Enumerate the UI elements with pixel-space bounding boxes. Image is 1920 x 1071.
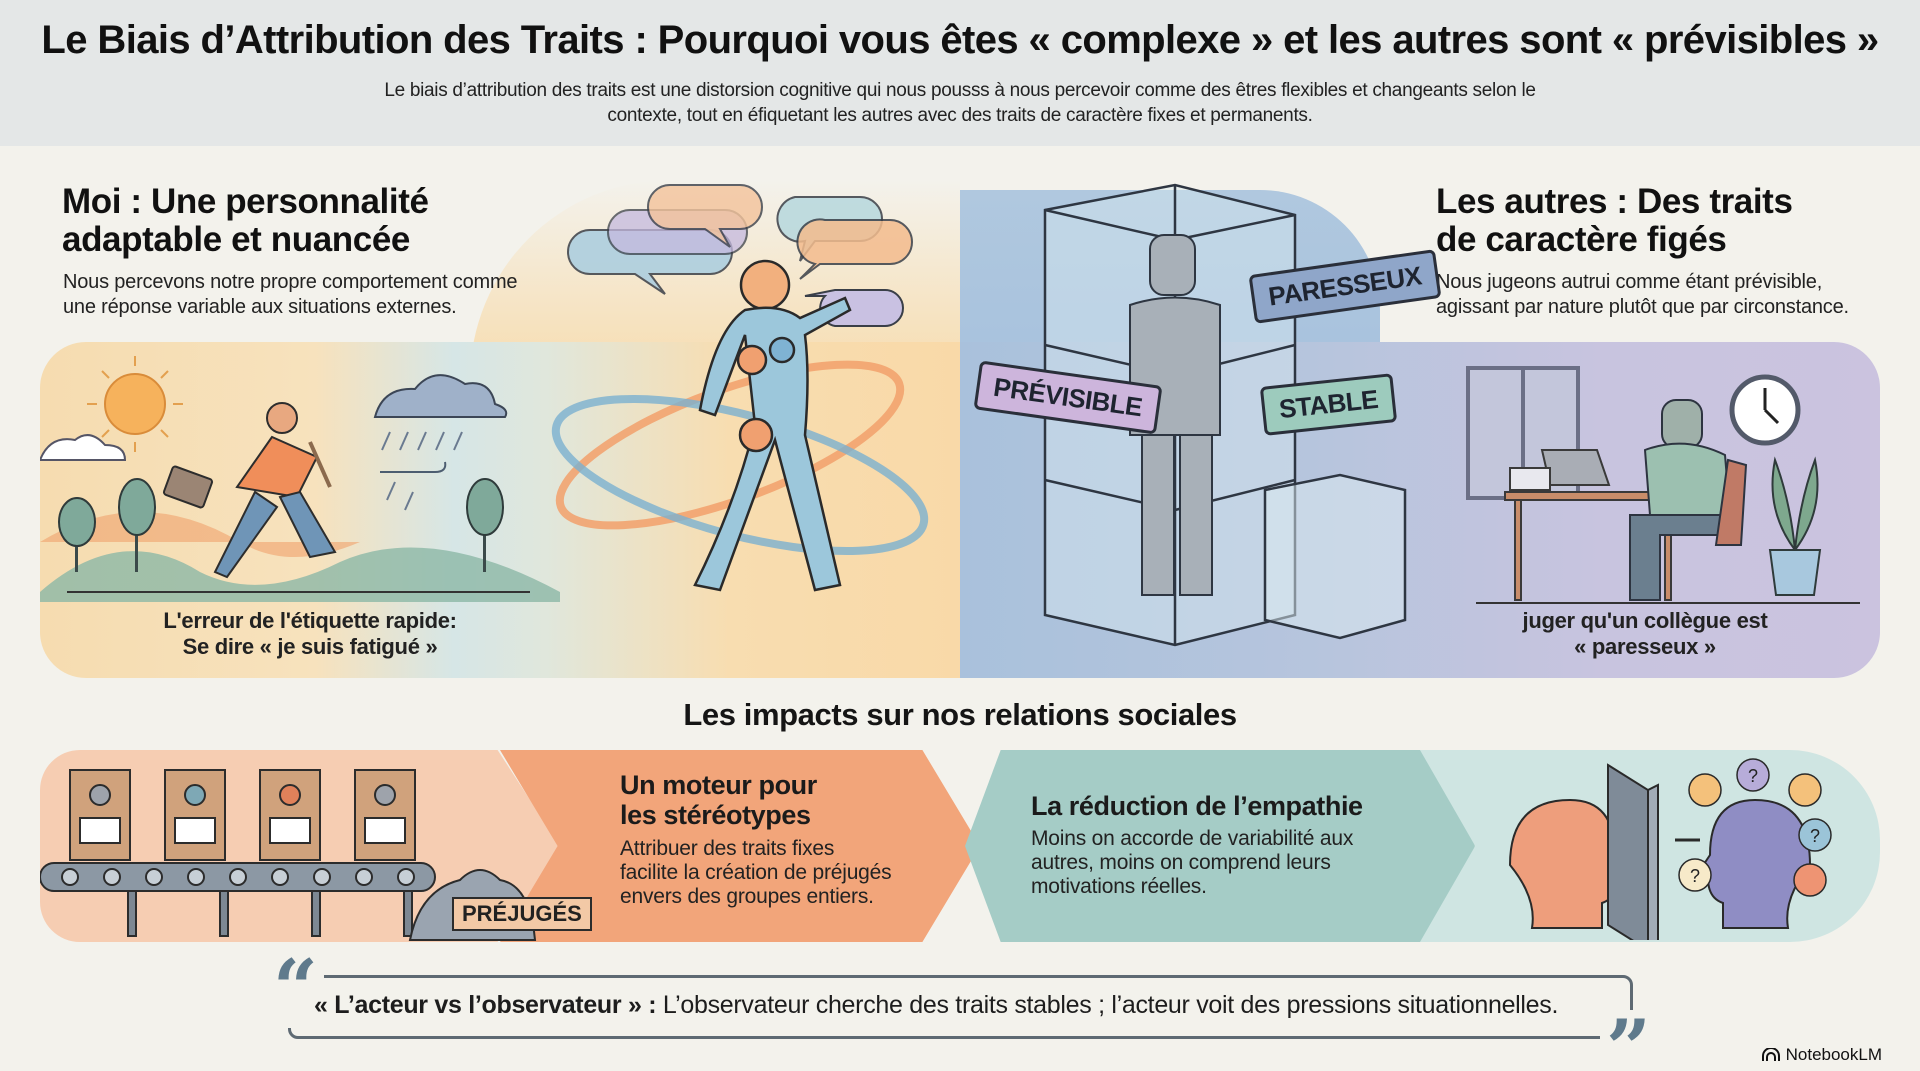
self-caption-line-1: L'erreur de l'étiquette rapide:: [163, 608, 457, 633]
rain-icon: [381, 431, 463, 511]
communication-wall-illustration: ???: [1508, 758, 1832, 940]
running-person-weather-illustration: [40, 356, 560, 602]
conveyor-belt-illustration: [40, 769, 537, 941]
laptop-icon: [1540, 449, 1611, 486]
speech-bubbles-icon: [567, 184, 913, 327]
storm-cloud-icon: [373, 374, 508, 418]
office-chair-icon: [1714, 458, 1748, 546]
sun-icon: [87, 356, 183, 452]
books-icon: [1509, 467, 1551, 491]
wind-icon: [380, 461, 447, 473]
hammer-icon: [308, 441, 332, 488]
impact-1-desc-line-2: facilite la création de préjugés: [620, 861, 892, 884]
notebooklm-logo-icon: [1761, 1048, 1780, 1061]
empathy-panel: [965, 750, 1475, 942]
self-caption-line-2: Se dire « je suis fatigué »: [182, 634, 438, 659]
header-banner: Le Biais d’Attribution des Traits : Pour…: [0, 0, 1920, 146]
others-desc-line-1: Nous jugeons autrui comme étant prévisib…: [1436, 271, 1823, 293]
impact-1-title-line-1: Un moteur pour: [620, 770, 817, 800]
others-title-line-1: Les autres : Des traits: [1436, 182, 1793, 221]
brand-name: NotebookLM: [1785, 1045, 1882, 1064]
seated-person-icon: [1629, 399, 1748, 601]
profile-boxes-icon: [69, 769, 416, 861]
cloud-icon: [40, 434, 127, 461]
brick-wall-icon: [1607, 763, 1659, 940]
others-desc-line-2: agissant par nature plutôt que par circo…: [1436, 296, 1849, 318]
others-section-title: Les autres : Des traits de caractère fig…: [1436, 183, 1793, 259]
open-quote-icon: “: [267, 950, 324, 1028]
briefcase-icon: [162, 465, 214, 509]
self-section-title: Moi : Une personnalité adaptable et nuan…: [62, 183, 429, 259]
empty-glass-box-icon: [1263, 473, 1407, 640]
glass-case-statue-illustration: [1043, 183, 1407, 647]
impact-2-desc: Moins on accorde de variabilité aux autr…: [1031, 827, 1353, 899]
quote-bold-label: « L’acteur vs l’observateur » :: [314, 991, 657, 1019]
emotion-bubbles-icon: [1678, 758, 1832, 897]
self-title-line-1: Moi : Une personnalité: [62, 182, 429, 221]
page-title: Le Biais d’Attribution des Traits : Pour…: [41, 18, 1879, 62]
clock-icon: [1729, 374, 1801, 446]
self-caption: L'erreur de l'étiquette rapide: Se dire …: [110, 608, 510, 660]
others-caption-line-2: « paresseux »: [1574, 634, 1716, 659]
impact-2-title: La réduction de l’empathie: [1031, 791, 1363, 821]
quote-body: L’observateur cherche des traits stables…: [656, 991, 1559, 1019]
desk-icon: [1504, 449, 1676, 601]
tree-icon: [58, 478, 504, 572]
impact-1-title-line-2: les stéréotypes: [620, 800, 811, 830]
close-quote-icon: ”: [1600, 1010, 1657, 1071]
self-desc-line-1: Nous percevons notre propre comportement…: [63, 271, 518, 293]
fluid-person-illustration: [551, 184, 929, 592]
impact-2-desc-line-1: Moins on accorde de variabilité aux: [1031, 827, 1354, 850]
self-section-desc: Nous percevons notre propre comportement…: [63, 270, 518, 320]
impact-1-desc-line-1: Attribuer des traits fixes: [620, 837, 835, 860]
self-desc-line-2: une réponse variable aux situations exte…: [63, 296, 457, 318]
page-subtitle: Le biais d’attribution des traits est un…: [384, 80, 1536, 126]
others-caption-line-1: juger qu'un collègue est: [1522, 608, 1768, 633]
impact-2-desc-line-3: motivations réelles.: [1031, 875, 1207, 898]
others-section-desc: Nous jugeons autrui comme étant prévisib…: [1436, 270, 1849, 320]
quote-text: « L’acteur vs l’observateur » : L’observ…: [314, 991, 1558, 1020]
impact-1-desc: Attribuer des traits fixes facilite la c…: [620, 837, 892, 909]
svg-text:?: ?: [1810, 826, 1820, 846]
person-head-icon: [1696, 798, 1812, 929]
impact-1-title: Un moteur pour les stéréotypes: [620, 770, 817, 830]
office-worker-illustration: [1466, 366, 1860, 604]
prejuges-label: PRÉJUGÉS: [452, 897, 592, 931]
notebooklm-brand: NotebookLM: [1761, 1045, 1882, 1065]
impacts-title: Les impacts sur nos relations sociales: [683, 697, 1237, 732]
impact-2-desc-line-2: autres, moins on comprend leurs: [1031, 851, 1331, 874]
others-title-line-2: de caractère figés: [1436, 220, 1727, 259]
self-title-line-2: adaptable et nuancée: [62, 220, 410, 259]
running-person-icon: [162, 402, 337, 579]
walking-figure-icon: [693, 259, 852, 592]
potted-plant-icon: [1768, 456, 1822, 596]
others-caption: juger qu'un collègue est « paresseux »: [1480, 608, 1810, 660]
svg-text:?: ?: [1748, 766, 1758, 786]
impact-1-desc-line-3: envers des groupes entiers.: [620, 885, 874, 908]
svg-text:?: ?: [1690, 866, 1700, 886]
